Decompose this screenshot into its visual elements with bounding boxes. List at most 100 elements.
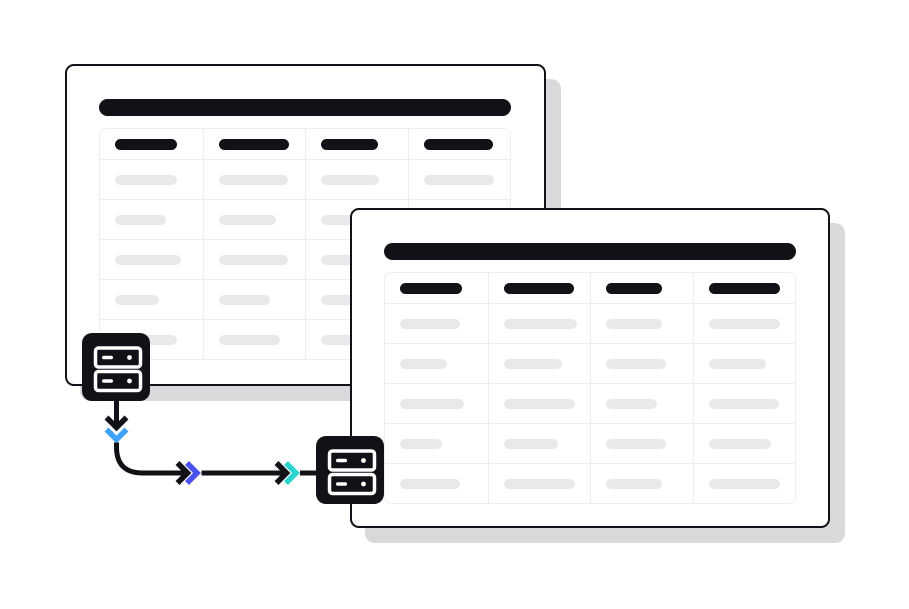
placeholder-bar [218,294,270,305]
server-bay [327,449,377,472]
table-cell [407,159,510,199]
table-cell [487,303,590,343]
chevron-down-blue-icon [104,427,129,444]
placeholder-bar [503,478,575,489]
table-cell [385,303,488,343]
server-bay-dash [102,355,113,360]
placeholder-bar [400,398,464,409]
chevron-right-indigo-icon [185,461,201,485]
table-cell [305,199,408,239]
table-cell [487,463,590,503]
title-placeholder-bar [384,243,796,260]
table-header-cell [487,273,591,303]
placeholder-bar [321,334,378,345]
table-cell [385,463,488,503]
placeholder-bar [503,398,575,409]
table-cell [202,279,305,319]
placeholder-bar [606,398,657,409]
table-cell [202,239,305,279]
table-cell [487,383,590,423]
placeholder-bar [218,174,288,185]
server-bay-led [361,458,366,463]
chevron-down-black-icon [104,415,129,432]
placeholder-bar [400,318,460,329]
table-cell [100,159,203,199]
placeholder-bar [321,174,379,185]
header-placeholder-bar [400,282,462,294]
table-cell [590,343,693,383]
table-cell [202,199,305,239]
server-bay [93,369,143,393]
server-bay-dash [102,379,113,383]
table-header-cell [202,129,306,159]
table-cell [100,279,203,319]
table-cell [692,303,795,343]
placeholder-bar [218,254,288,265]
table-cell [692,463,795,503]
placeholder-bar [503,318,577,329]
placeholder-bar [115,174,177,185]
table-header-cell [692,273,796,303]
placeholder-bar [115,294,159,305]
server-bay-dash [336,482,347,486]
table-cell [100,199,203,239]
server-bay-led [361,481,366,487]
placeholder-bar [708,398,779,409]
header-placeholder-bar [708,282,780,294]
placeholder-bar [708,438,771,449]
table-cell [385,343,488,383]
server-bay [93,346,143,369]
server-bay [327,472,377,496]
title-placeholder-bar [99,99,511,116]
connector-elbow-line [114,442,188,476]
header-placeholder-bar [321,138,378,150]
server-bay-dash [336,458,347,463]
placeholder-bar [321,254,373,265]
table-header-cell [590,273,693,303]
placeholder-bar [423,174,494,185]
placeholder-bar [400,478,460,489]
placeholder-bar [606,438,666,449]
placeholder-bar [503,438,558,449]
placeholder-bar [503,358,562,369]
header-placeholder-bar [423,138,493,150]
server-icon-source [82,333,150,401]
table-cell [202,319,305,359]
chevron-right-teal-icon [284,461,300,485]
placeholder-bar [115,214,166,225]
server-bay-led [127,378,132,384]
header-placeholder-bar [503,282,574,294]
table-header-cell [385,273,488,303]
placeholder-bar [400,358,447,369]
header-placeholder-bar [606,282,662,294]
placeholder-bar [708,358,766,369]
table-cell [100,239,203,279]
placeholder-bar [218,334,280,345]
table-header-cell [407,129,511,159]
server-icon-target [316,436,384,504]
table-cell [590,383,693,423]
table-cell [202,159,305,199]
table-header-cell [305,129,408,159]
target-table-card [350,208,830,528]
table-cell [590,303,693,343]
placeholder-bar [115,254,181,265]
placeholder-bar [400,438,442,449]
table-cell [590,423,693,463]
table-cell [487,423,590,463]
table-cell [385,383,488,423]
table-cell [305,159,408,199]
placeholder-bar [606,478,662,489]
placeholder-bar [321,214,378,225]
table-cell [692,343,795,383]
placeholder-bar [218,214,276,225]
placeholder-bar [708,478,780,489]
server-bay-led [127,355,132,360]
table-cell [692,383,795,423]
chevron-right-black-icon [175,461,192,485]
table-cell [590,463,693,503]
table-cell [692,423,795,463]
table-header-cell [100,129,203,159]
placeholder-bar [606,358,666,369]
